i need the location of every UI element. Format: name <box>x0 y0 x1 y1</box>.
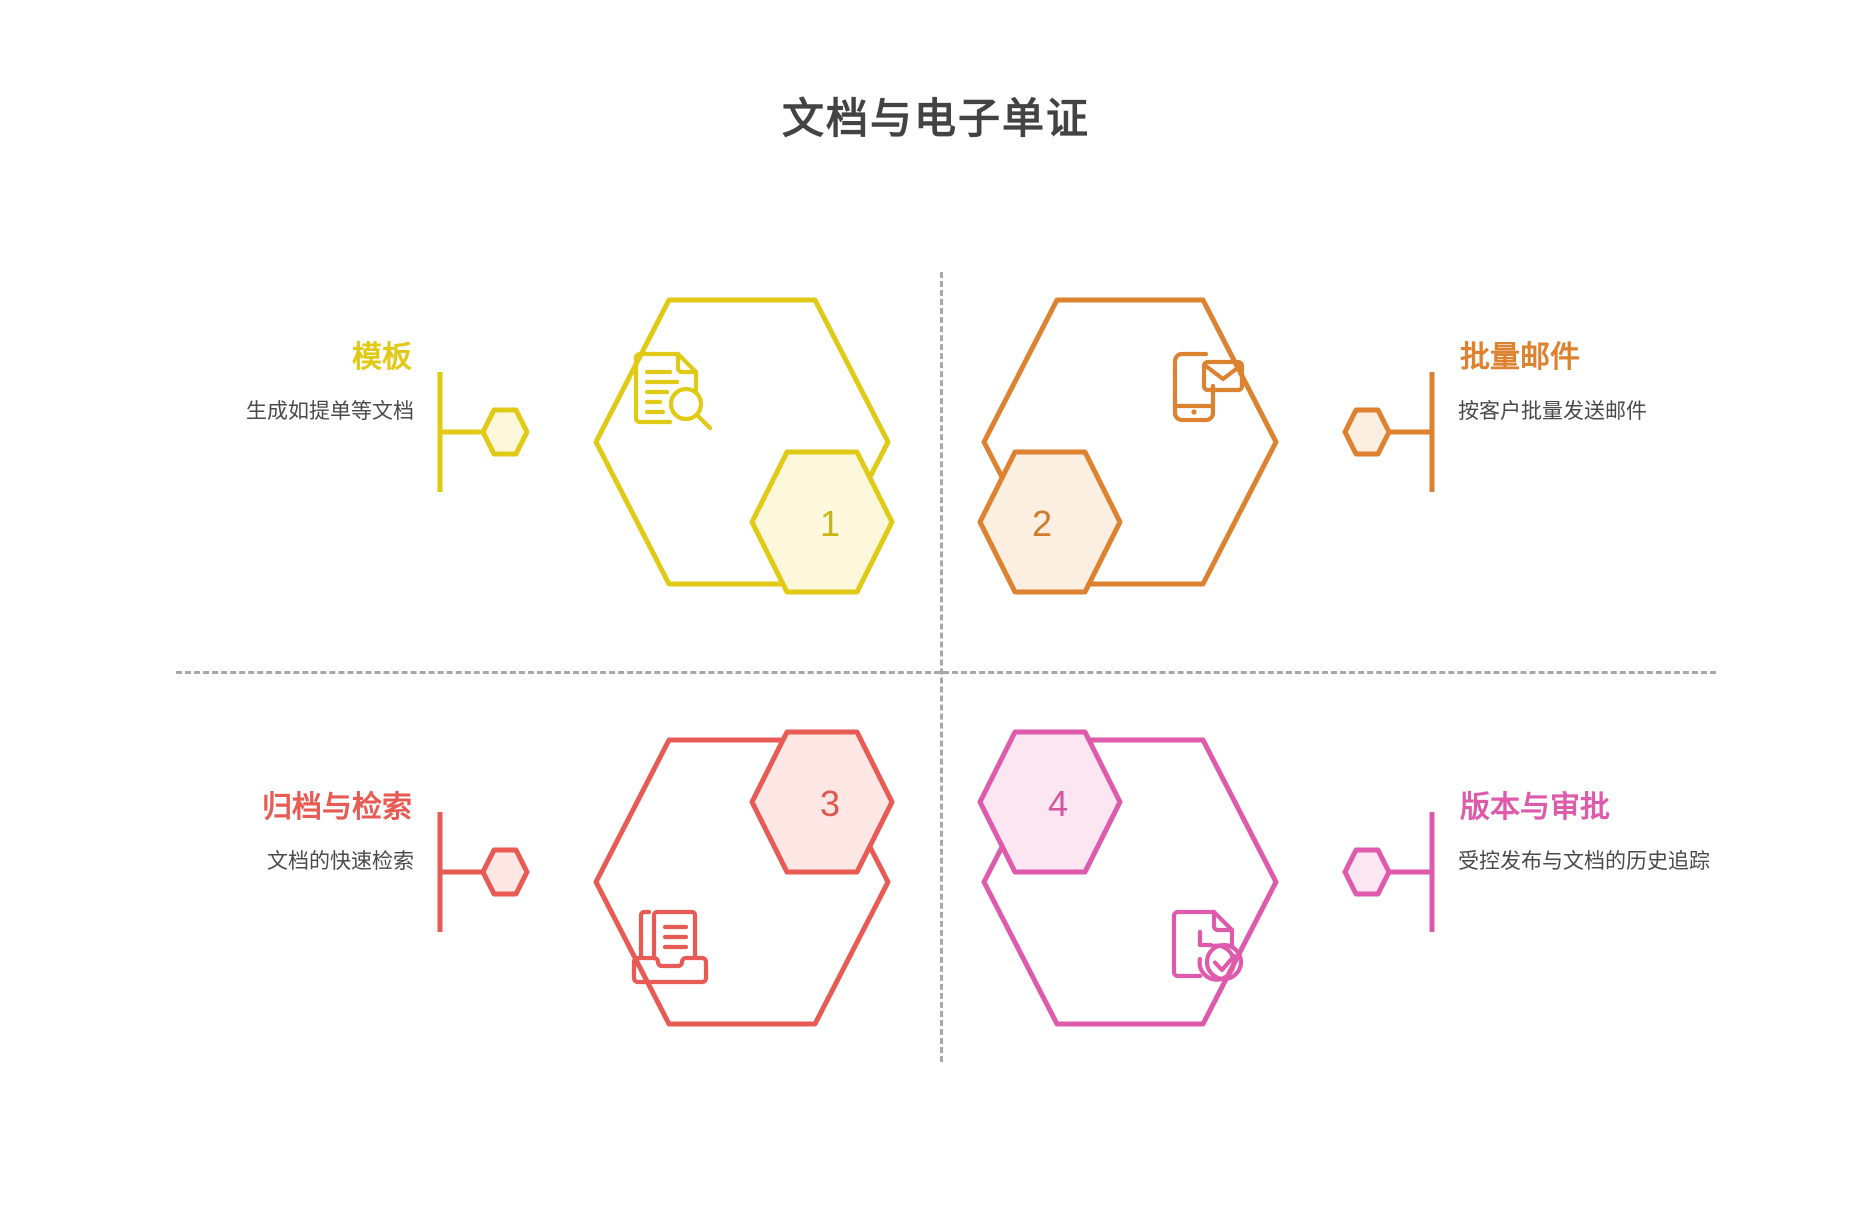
quadrant-2-outer-hexagon <box>980 292 1280 592</box>
quadrant-4[interactable]: 版本与审批 受控发布与文档的历史追踪 4 <box>936 690 1872 1180</box>
document-tray-icon <box>622 896 718 992</box>
quadrant-2-title: 批量邮件 <box>1460 341 1580 374</box>
quadrant-2[interactable]: 批量邮件 按客户批量发送邮件 <box>936 250 1872 740</box>
vertical-divider <box>940 272 943 1062</box>
quadrant-4-connector <box>1320 812 1436 932</box>
quadrant-4-title: 版本与审批 <box>1460 791 1610 824</box>
quadrant-4-number: 4 <box>1047 783 1069 824</box>
quadrant-1[interactable]: 模板 生成如提单等文档 <box>0 250 936 740</box>
quadrant-3-hexagon-group: 3 <box>592 729 895 1032</box>
quadrant-1-number: 1 <box>819 503 841 544</box>
quadrant-3-number: 3 <box>819 783 841 824</box>
quadrant-3-title: 归档与检索 <box>262 791 412 824</box>
quadrant-4-number-hexagon: 4 <box>974 726 1126 878</box>
quadrant-2-text: 批量邮件 按客户批量发送邮件 <box>1458 338 1830 427</box>
quadrant-2-number-hexagon: 2 <box>974 446 1126 598</box>
document-search-icon <box>622 340 718 436</box>
quadrant-3-number-hexagon: 3 <box>746 726 898 878</box>
quadrant-4-hexagon-group: 4 <box>977 729 1280 1032</box>
quadrant-2-number: 2 <box>1031 503 1053 544</box>
quadrant-3-text: 归档与检索 文档的快速检索 <box>42 788 414 877</box>
quadrant-2-description: 按客户批量发送邮件 <box>1458 400 1647 423</box>
quadrant-2-connector <box>1320 372 1436 492</box>
quadrant-1-title: 模板 <box>352 341 412 374</box>
quadrant-3-description: 文档的快速检索 <box>267 850 414 873</box>
quadrant-1-description: 生成如提单等文档 <box>246 400 414 423</box>
quadrant-1-hexagon-group: 1 <box>592 292 895 595</box>
document-clock-check-icon <box>1158 896 1254 992</box>
mobile-mail-icon <box>1158 340 1254 436</box>
quadrant-3-connector <box>436 812 552 932</box>
quadrant-1-number-hexagon: 1 <box>746 446 898 598</box>
quadrant-4-outer-hexagon <box>980 732 1280 1032</box>
quadrant-4-text: 版本与审批 受控发布与文档的历史追踪 <box>1458 788 1830 877</box>
horizontal-divider <box>176 671 1716 674</box>
quadrant-4-description: 受控发布与文档的历史追踪 <box>1458 850 1710 873</box>
quadrant-1-connector <box>436 372 552 492</box>
quadrant-1-text: 模板 生成如提单等文档 <box>42 338 414 427</box>
quadrant-2-hexagon-group: 2 <box>977 292 1280 595</box>
page-title: 文档与电子单证 <box>781 95 1090 142</box>
quadrant-3[interactable]: 归档与检索 文档的快速检索 3 <box>0 690 936 1180</box>
